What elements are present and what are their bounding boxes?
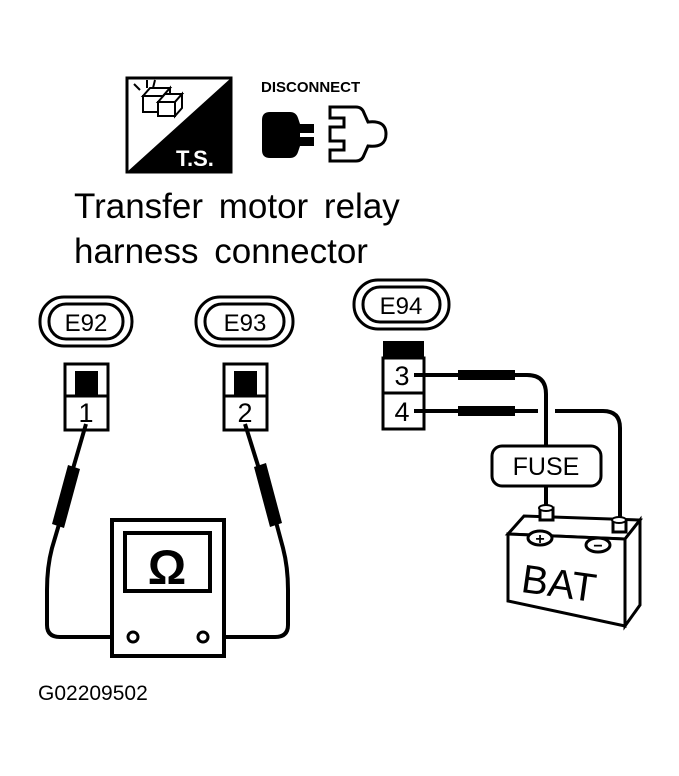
meter-lead-right <box>206 423 290 639</box>
ohm-symbol: Ω <box>148 542 186 595</box>
pin-label-2: 2 <box>237 398 252 428</box>
pin-label-3: 3 <box>394 361 409 391</box>
ts-icon: T.S. <box>125 76 233 174</box>
connector-id-e93: E93 <box>224 310 267 337</box>
wire-sleeve-pin-4 <box>458 406 515 416</box>
connector-badge-e92: E92 <box>38 295 134 348</box>
disconnect-icon: DISCONNECT <box>261 79 388 163</box>
connector-socket-right-icon <box>328 105 388 163</box>
battery-minus-mark: − <box>593 538 602 555</box>
battery: + − BAT <box>504 504 644 631</box>
battery-wire-pin-3 <box>414 373 548 509</box>
pin-label-1: 1 <box>78 398 93 428</box>
figure-code: G02209502 <box>38 682 148 705</box>
relay-sketch-icon <box>133 79 185 119</box>
connector-id-e94: E94 <box>380 293 423 320</box>
title-line-1: Transfer motor relay <box>74 187 400 226</box>
connector-badge-e94: E94 <box>352 278 451 331</box>
meter-terminal-right <box>196 630 210 644</box>
fuse-label: FUSE <box>513 453 580 481</box>
ts-label: T.S. <box>176 146 214 171</box>
connector-plug-left-icon <box>262 112 314 158</box>
battery-label: BAT <box>519 557 599 611</box>
connector-badge-e93: E93 <box>194 295 295 348</box>
disconnect-label: DISCONNECT <box>261 79 360 96</box>
connector-pins-3-4: 3 4 <box>381 341 426 431</box>
battery-plus-mark: + <box>535 531 544 548</box>
battery-plus-icon <box>526 529 554 547</box>
meter-lead-left <box>45 423 130 639</box>
battery-minus-icon <box>584 536 612 554</box>
connector-id-e92: E92 <box>65 310 108 337</box>
battery-wire-pin-4 <box>414 409 622 520</box>
connector-pin-1: 1 <box>63 362 110 432</box>
pin-label-4: 4 <box>394 397 409 427</box>
wire-sleeve-pin-3 <box>458 370 515 380</box>
meter-terminal-left <box>126 630 140 644</box>
fuse: FUSE <box>490 444 603 488</box>
title-line-2: harness connector <box>74 232 368 271</box>
connector-pin-2: 2 <box>222 362 269 432</box>
probe-left-icon <box>52 465 80 528</box>
ohmmeter: Ω <box>110 518 226 658</box>
probe-right-icon <box>254 463 282 527</box>
